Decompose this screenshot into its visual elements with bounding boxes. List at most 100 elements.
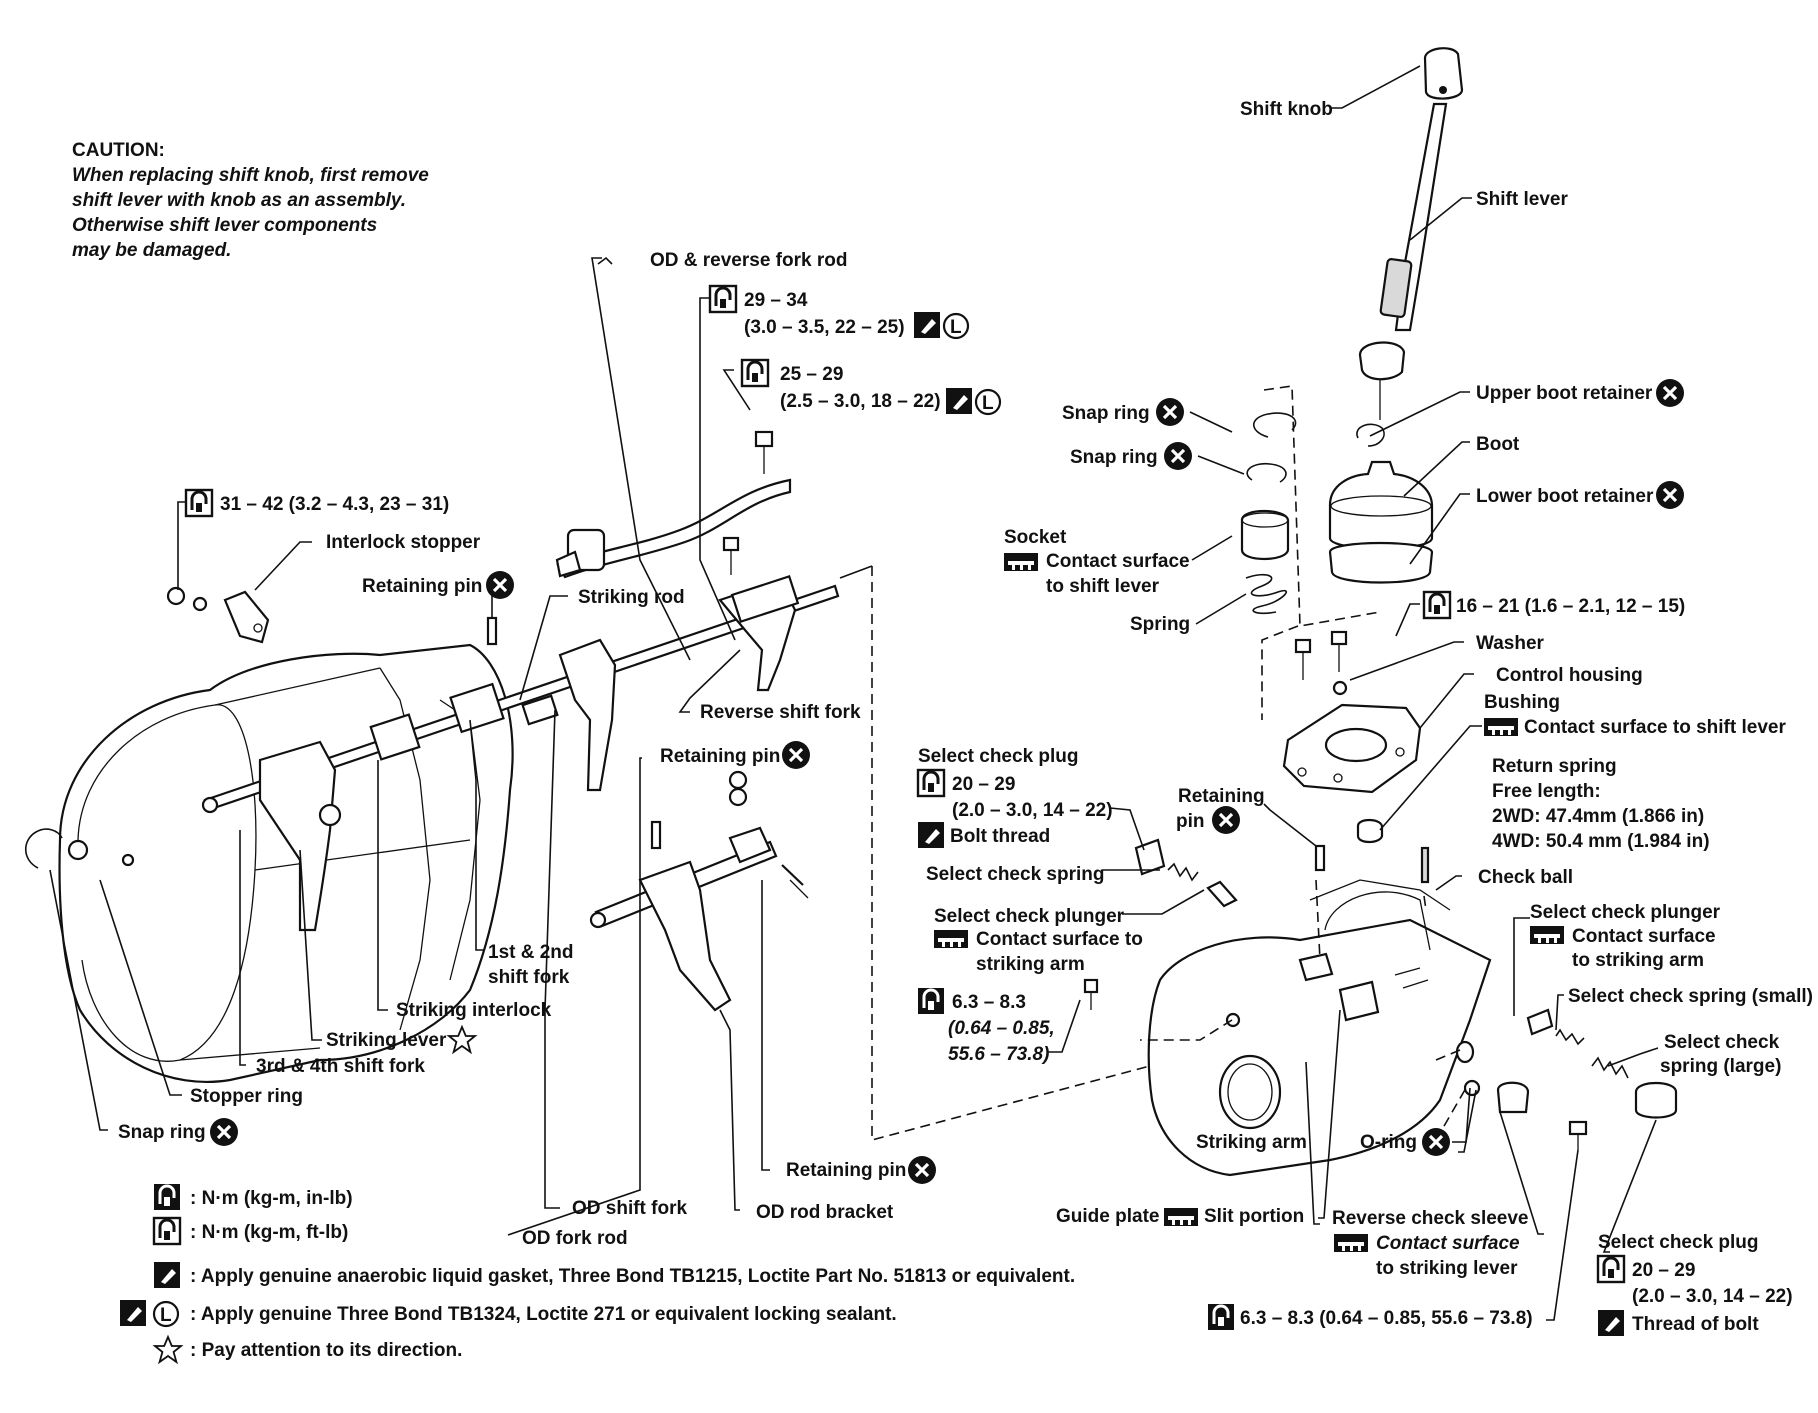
control-housing-part [1282,703,1422,794]
label-control-housing: Control housing [1496,665,1643,686]
caution-line-3: Otherwise shift lever components [72,215,377,236]
label-snap-ring-3: Snap ring [118,1122,206,1143]
leader-lines-right [1048,65,1659,1321]
label-socket: Socket [1004,527,1067,548]
od-reverse-fork-rod [555,478,792,579]
fork-rod-bolts [722,430,774,575]
torque-ft-lb-icon [916,768,946,798]
label-interlock-stopper: Interlock stopper [326,532,481,553]
label-torque-29-34: 29 – 34 [744,290,808,311]
label-reverse-shift-fork: Reverse shift fork [700,702,861,723]
label-guide-plate: Guide plate [1056,1206,1159,1227]
label-retaining-pin-3: Retaining [1178,786,1265,807]
label-free-length: Free length: [1492,781,1601,802]
snap-rings-parts [1246,412,1297,483]
label-retaining-pin-4: Retaining pin [786,1160,906,1181]
label-thread-of-bolt: Thread of bolt [1632,1314,1759,1335]
label-bushing-contact: Contact surface to shift lever [1524,717,1786,738]
legend: : N·m (kg-m, in-lb) : N·m (kg-m, ft-lb) … [120,1182,1075,1363]
label-spring: Spring [1130,614,1190,635]
label-shift-lever: Shift lever [1476,189,1568,210]
boot-part [1328,460,1434,550]
label-select-check-plunger-r: Select check plunger [1530,902,1721,923]
label-select-check-spring-large: Select check [1664,1032,1780,1053]
label-torque-20-29-r-b: (2.0 – 3.0, 14 – 22) [1632,1286,1793,1307]
label-torque-6-3-c: 55.6 – 73.8) [948,1044,1049,1065]
label-select-check-plug-r: Select check plug [1598,1232,1759,1253]
label-striking-interlock: Striking interlock [396,1000,552,1021]
label-washer: Washer [1476,633,1545,654]
label-stopper-ring: Stopper ring [190,1086,303,1107]
control-housing-bolts [1294,630,1348,696]
label-od-rod-bracket: OD rod bracket [756,1202,894,1223]
label-od-fork-rod: OD fork rod [522,1228,628,1249]
do-not-reuse-icon [780,739,812,771]
liquid-gasket-icon [946,388,972,414]
liquid-gasket-icon [120,1300,146,1326]
snap-ring-left [24,828,63,869]
sealant-letter: L [982,393,994,414]
torque-in-lb-icon [152,1182,182,1212]
label-select-check-spring-large-2: spring (large) [1660,1056,1781,1077]
label-socket-contact: Contact surface [1046,551,1190,572]
label-shift-knob: Shift knob [1240,99,1333,120]
label-torque-20-29: 20 – 29 [952,774,1015,795]
caution-note: CAUTION: When replacing shift knob, firs… [72,140,429,261]
liquid-gasket-icon [1598,1310,1624,1336]
label-socket-contact-2: to shift lever [1046,576,1160,597]
label-slit-portion: Slit portion [1204,1206,1304,1227]
grease-icon [1334,1234,1368,1252]
torque-ft-lb-icon [1596,1254,1626,1284]
grease-icon [1164,1208,1198,1226]
label-torque-6-3-long: 6.3 – 8.3 (0.64 – 0.85, 55.6 – 73.8) [1240,1308,1533,1329]
label-bolt-thread: Bolt thread [950,826,1050,847]
label-plunger-contact: Contact surface to [976,929,1143,950]
caution-line-2: shift lever with knob as an assembly. [72,190,406,211]
bushing-part [1356,818,1384,844]
do-not-reuse-icon [1154,396,1186,428]
torque-ft-lb-icon [740,358,770,388]
label-reverse-check-sleeve: Reverse check sleeve [1332,1208,1529,1229]
label-striking-lever: Striking lever [326,1030,447,1051]
interlock-stopper-parts [166,586,270,644]
torque-ft-lb-icon [184,488,214,518]
label-select-check-spring-small: Select check spring (small) [1568,986,1813,1007]
sealant-letter: L [160,1305,172,1326]
direction-star-icon [154,1336,182,1363]
label-retaining-pin-3-b: pin [1176,811,1205,832]
label-return-spring: Return spring [1492,756,1617,777]
label-check-ball: Check ball [1478,867,1573,888]
label-third-fourth-fork: 3rd & 4th shift fork [256,1056,425,1077]
grease-icon [1484,718,1518,736]
retaining-pins [486,616,804,886]
label-plunger-r-contact-2: to striking arm [1572,950,1704,971]
label-torque-6-3: 6.3 – 8.3 [952,992,1026,1013]
liquid-gasket-icon [914,312,940,338]
caution-title: CAUTION: [72,140,165,161]
label-torque-31-42: 31 – 42 (3.2 – 4.3, 23 – 31) [220,494,449,515]
grease-icon [1004,553,1038,571]
label-torque-20-29-r: 20 – 29 [1632,1260,1695,1281]
do-not-reuse-icon [1654,377,1686,409]
label-torque-16-21: 16 – 21 (1.6 – 2.1, 12 – 15) [1456,596,1685,617]
od-shift-fork-assembly [589,770,809,1012]
label-select-check-plug: Select check plug [918,746,1079,767]
label-retaining-pin-2: Retaining pin [660,746,780,767]
select-check-parts-center [1083,838,1326,1010]
caution-line-4: may be damaged. [72,240,231,261]
label-select-check-plunger: Select check plunger [934,906,1125,927]
label-plunger-contact-2: striking arm [976,954,1085,975]
sealant-letter: L [950,317,962,338]
label-bushing: Bushing [1484,692,1560,713]
legend-text-2: : N·m (kg-m, ft-lb) [190,1222,348,1243]
torque-ft-lb-icon [708,284,738,314]
leader-guide-plate [1318,1009,1341,1219]
do-not-reuse-icon [484,569,516,601]
shift-lever-part [1358,102,1448,420]
label-snap-ring-1: Snap ring [1062,403,1150,424]
legend-text-3: : Apply genuine anaerobic liquid gasket,… [190,1266,1075,1287]
legend-text-1: : N·m (kg-m, in-lb) [190,1188,353,1209]
do-not-reuse-icon [1210,804,1242,836]
label-free-4wd: 4WD: 50.4 mm (1.984 in) [1492,831,1710,852]
upper-boot-retainer-part [1356,423,1385,447]
